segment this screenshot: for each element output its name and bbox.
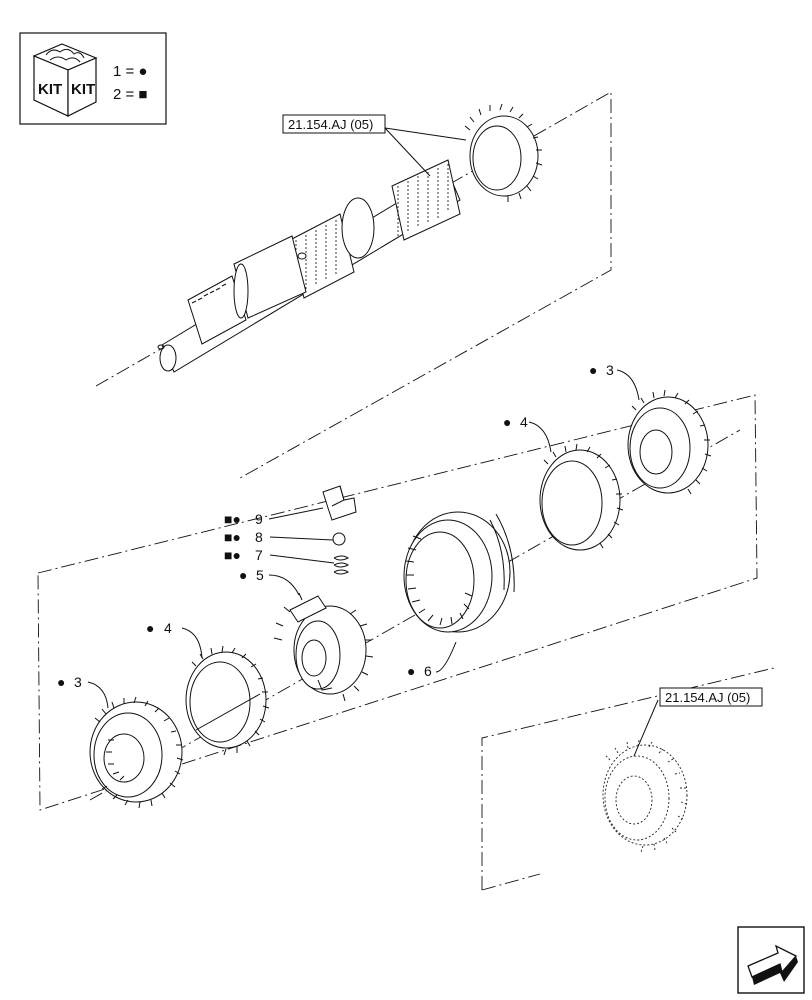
shaft-gear [464, 103, 543, 202]
callout-5-markers: ● [239, 567, 247, 583]
callout-9[interactable]: ■● 9 [224, 511, 263, 527]
detent-plate-9 [322, 485, 357, 521]
callout-8-number: 8 [255, 529, 263, 545]
callout-8[interactable]: ■● 8 [224, 529, 263, 545]
callout-3-left-number: 3 [74, 674, 82, 690]
callout-4-right-number: 4 [520, 414, 528, 430]
synchro-ring-4-left [185, 645, 270, 756]
callout-4-left-markers: ● [146, 620, 154, 636]
callout-3-left[interactable]: ● 3 [57, 674, 82, 690]
spring-7 [333, 555, 349, 575]
ref-label-bottom[interactable]: 21.154.AJ (05) [659, 687, 763, 707]
kit-label-left: KIT [38, 81, 62, 98]
kit-label-right: KIT [71, 81, 95, 98]
legend-line-1: 1 = ● [113, 63, 148, 80]
next-page-button[interactable] [737, 926, 805, 994]
callout-3-right-number: 3 [606, 362, 614, 378]
legend-line-2: 2 = ■ [113, 86, 148, 103]
callout-3-right[interactable]: ● 3 [589, 362, 614, 378]
callout-6[interactable]: ● 6 [407, 663, 432, 679]
callout-6-markers: ● [407, 663, 415, 679]
callout-8-markers: ■● [224, 529, 241, 545]
kit-box-icon: KIT KIT [32, 43, 98, 117]
mainshaft-assembly [95, 91, 612, 479]
ref-label-bottom-text: 21.154.AJ (05) [665, 690, 750, 705]
ref-label-top[interactable]: 21.154.AJ (05) [282, 114, 386, 134]
gear-3-right [627, 389, 712, 495]
next-page-arrow-icon [747, 944, 798, 985]
ball-8 [332, 532, 346, 546]
callout-5[interactable]: ● 5 [239, 567, 264, 583]
callout-7-number: 7 [255, 547, 263, 563]
ghost-gear [602, 739, 688, 853]
callout-9-markers: ■● [224, 511, 241, 527]
synchro-ring-4-right [539, 443, 624, 551]
callout-3-left-markers: ● [57, 674, 65, 690]
callout-9-number: 9 [255, 511, 263, 527]
callout-7[interactable]: ■● 7 [224, 547, 263, 563]
callout-4-left[interactable]: ● 4 [146, 620, 172, 636]
hub-5 [273, 592, 374, 702]
callout-7-markers: ■● [224, 547, 241, 563]
callout-4-right-markers: ● [503, 414, 511, 430]
kit-legend: KIT KIT 1 = ● 2 = ■ [19, 32, 167, 125]
countershaft-gear-reference [481, 667, 775, 891]
callout-6-number: 6 [424, 663, 432, 679]
callout-4-left-number: 4 [164, 620, 172, 636]
synchronizer-assembly [37, 369, 758, 811]
gear-3-left [89, 696, 184, 809]
callout-5-number: 5 [256, 567, 264, 583]
sliding-sleeve-6 [403, 511, 515, 633]
callout-4-right[interactable]: ● 4 [503, 414, 528, 430]
ref-label-top-text: 21.154.AJ (05) [288, 117, 373, 132]
callout-3-right-markers: ● [589, 362, 597, 378]
